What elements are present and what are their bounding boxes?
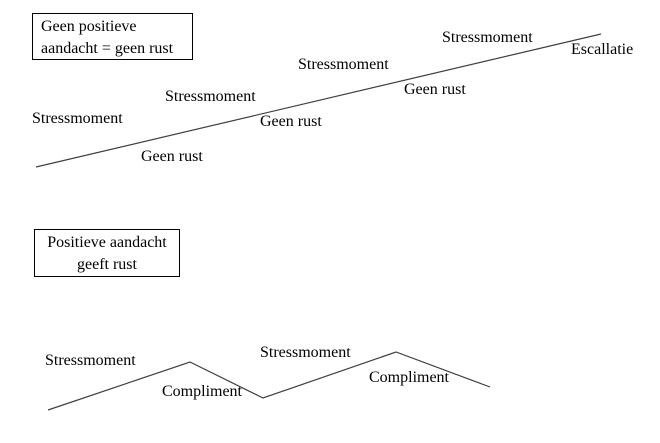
label-stressmoment-1: Stressmoment — [32, 110, 123, 127]
label-stressmoment-3: Stressmoment — [298, 56, 389, 73]
label-geen-rust-3: Geen rust — [404, 81, 466, 98]
note-box-line2: geeft rust — [77, 256, 137, 273]
label-stressmoment-4: Stressmoment — [442, 29, 533, 46]
note-box-positive-attention: Positieve aandacht geeft rust — [34, 229, 180, 277]
label-stressmoment-b2: Stressmoment — [260, 344, 351, 361]
escalation-line — [35, 33, 602, 168]
note-box-line1: Geen positieve — [41, 18, 137, 35]
label-escallatie: Escallatie — [571, 41, 634, 58]
label-geen-rust-2: Geen rust — [260, 113, 322, 130]
label-stressmoment-2: Stressmoment — [165, 88, 256, 105]
label-geen-rust-1: Geen rust — [141, 148, 203, 165]
label-compliment-b1: Compliment — [162, 383, 242, 400]
calm-zigzag-line — [47, 351, 491, 411]
note-box-line1: Positieve aandacht — [47, 234, 167, 251]
label-stressmoment-b1: Stressmoment — [45, 352, 136, 369]
label-compliment-b2: Compliment — [369, 369, 449, 386]
note-box-line2: aandacht = geen rust — [41, 40, 174, 57]
note-box-no-positive-attention: Geen positieve aandacht = geen rust — [32, 13, 193, 60]
